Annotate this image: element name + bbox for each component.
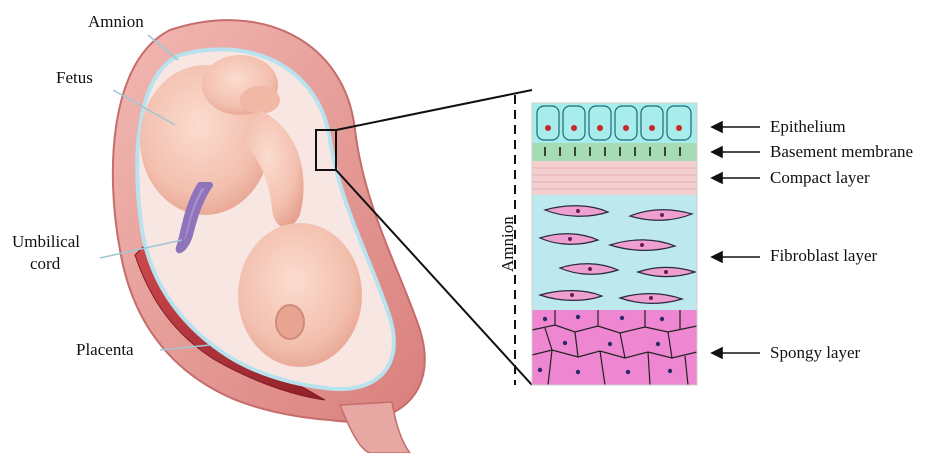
basement-membrane-label: Basement membrane xyxy=(770,142,913,162)
fetus-label: Fetus xyxy=(56,68,93,88)
spongy-layer-label: Spongy layer xyxy=(770,343,860,363)
compact-layer-label: Compact layer xyxy=(770,168,870,188)
epithelium-label: Epithelium xyxy=(770,117,846,137)
spongy-layer xyxy=(532,310,697,385)
fetus-head xyxy=(238,223,362,367)
fibroblast-layer-label: Fibroblast layer xyxy=(770,246,877,266)
layer-arrows xyxy=(712,122,760,358)
fetus-ear xyxy=(276,305,304,339)
compact-layer xyxy=(532,161,697,195)
uterus-illustration xyxy=(113,20,425,453)
placenta-label: Placenta xyxy=(76,340,134,360)
umbilical-label: Umbilical xyxy=(12,232,80,252)
fetus-foot xyxy=(240,86,280,114)
basement-membrane-layer xyxy=(532,143,697,161)
cord-label: cord xyxy=(30,254,60,274)
zoom-line-top xyxy=(336,90,532,130)
layer-stack xyxy=(532,103,697,385)
amnion-label: Amnion xyxy=(88,12,144,32)
amnion-layers-title: Amnion xyxy=(498,216,518,272)
